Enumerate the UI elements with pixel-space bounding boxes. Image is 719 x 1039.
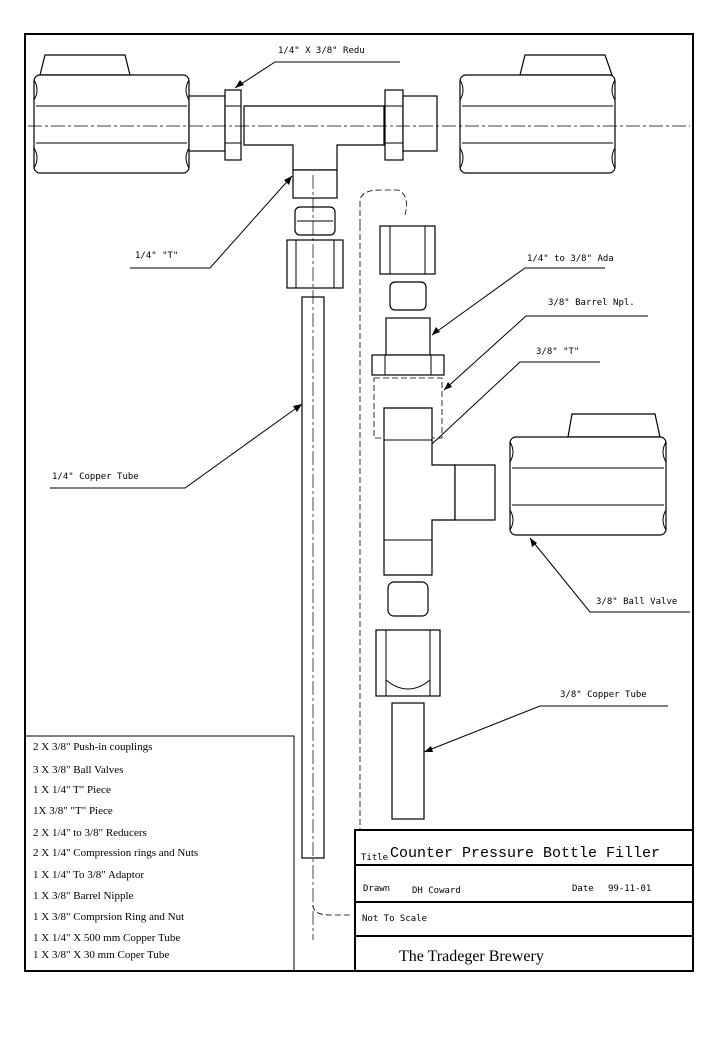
label-copper-tube-three-eighths: 3/8" Copper Tube	[560, 690, 647, 700]
tee-three-eighths-inch	[383, 407, 496, 576]
ball-valve-top-right	[459, 54, 616, 174]
bill-of-materials: 2 X 3/8" Push-in couplings 3 X 3/8" Ball…	[25, 735, 295, 971]
copper-tube-three-eighths-inch	[391, 702, 425, 820]
title-label: Title	[361, 853, 388, 863]
tee-quarter-inch	[243, 105, 385, 199]
date-label: Date	[572, 884, 594, 894]
bom-item: 1 X 3/8" Barrel Nipple	[33, 890, 134, 902]
bom-item: 2 X 3/8" Push-in couplings	[33, 741, 152, 753]
drawn-label: Drawn	[363, 884, 390, 894]
label-copper-tube-quarter: 1/4" Copper Tube	[52, 472, 139, 482]
compression-nut-left	[286, 239, 344, 289]
ring-right-bottom	[387, 581, 429, 617]
bom-item: 1 X 3/8" Comprsion Ring and Nut	[33, 911, 184, 923]
nut-right-bottom	[375, 629, 441, 697]
bom-item: 2 X 1/4" to 3/8" Reducers	[33, 827, 147, 839]
label-tee-three-eighths: 3/8" "T"	[536, 347, 579, 357]
leader-lines	[50, 61, 690, 753]
bom-item: 1X 3/8" "T" Piece	[33, 805, 113, 817]
tube-route-top	[359, 189, 407, 225]
nut-right-top	[379, 225, 436, 275]
label-adaptor: 1/4" to 3/8" Ada	[527, 254, 614, 264]
title-block: Title Counter Pressure Bottle Filler Dra…	[354, 829, 694, 972]
label-barrel-nipple: 3/8" Barrel Npl.	[548, 298, 635, 308]
bom-item: 3 X 3/8" Ball Valves	[33, 764, 123, 776]
reducer-left	[188, 89, 242, 161]
bom-item: 1 X 3/8" X 30 mm Coper Tube	[33, 949, 169, 961]
bom-item: 1 X 1/4" T" Piece	[33, 784, 111, 796]
drawing-date: 99-11-01	[608, 884, 651, 894]
tube-route-bottom	[312, 904, 352, 916]
compression-ring-left	[294, 206, 336, 236]
ring-right-top	[389, 281, 427, 311]
ball-valve-right	[509, 413, 667, 536]
label-ball-valve: 3/8" Ball Valve	[596, 597, 677, 607]
drawing-title: Counter Pressure Bottle Filler	[390, 845, 660, 862]
company-name: The Tradeger Brewery	[399, 948, 544, 965]
bom-item: 1 X 1/4" X 500 mm Copper Tube	[33, 932, 180, 944]
label-tee-quarter: 1/4" "T"	[135, 251, 178, 261]
drawn-by: DH Coward	[412, 886, 461, 896]
bom-item: 1 X 1/4" To 3/8" Adaptor	[33, 869, 144, 881]
ball-valve-top-left	[33, 54, 190, 174]
bom-item: 2 X 1/4" Compression rings and Nuts	[33, 847, 198, 859]
scale-note: Not To Scale	[362, 914, 427, 924]
reducer-right	[384, 89, 438, 161]
label-reducer: 1/4" X 3/8" Redu	[278, 46, 365, 56]
adaptor-right	[371, 317, 445, 376]
